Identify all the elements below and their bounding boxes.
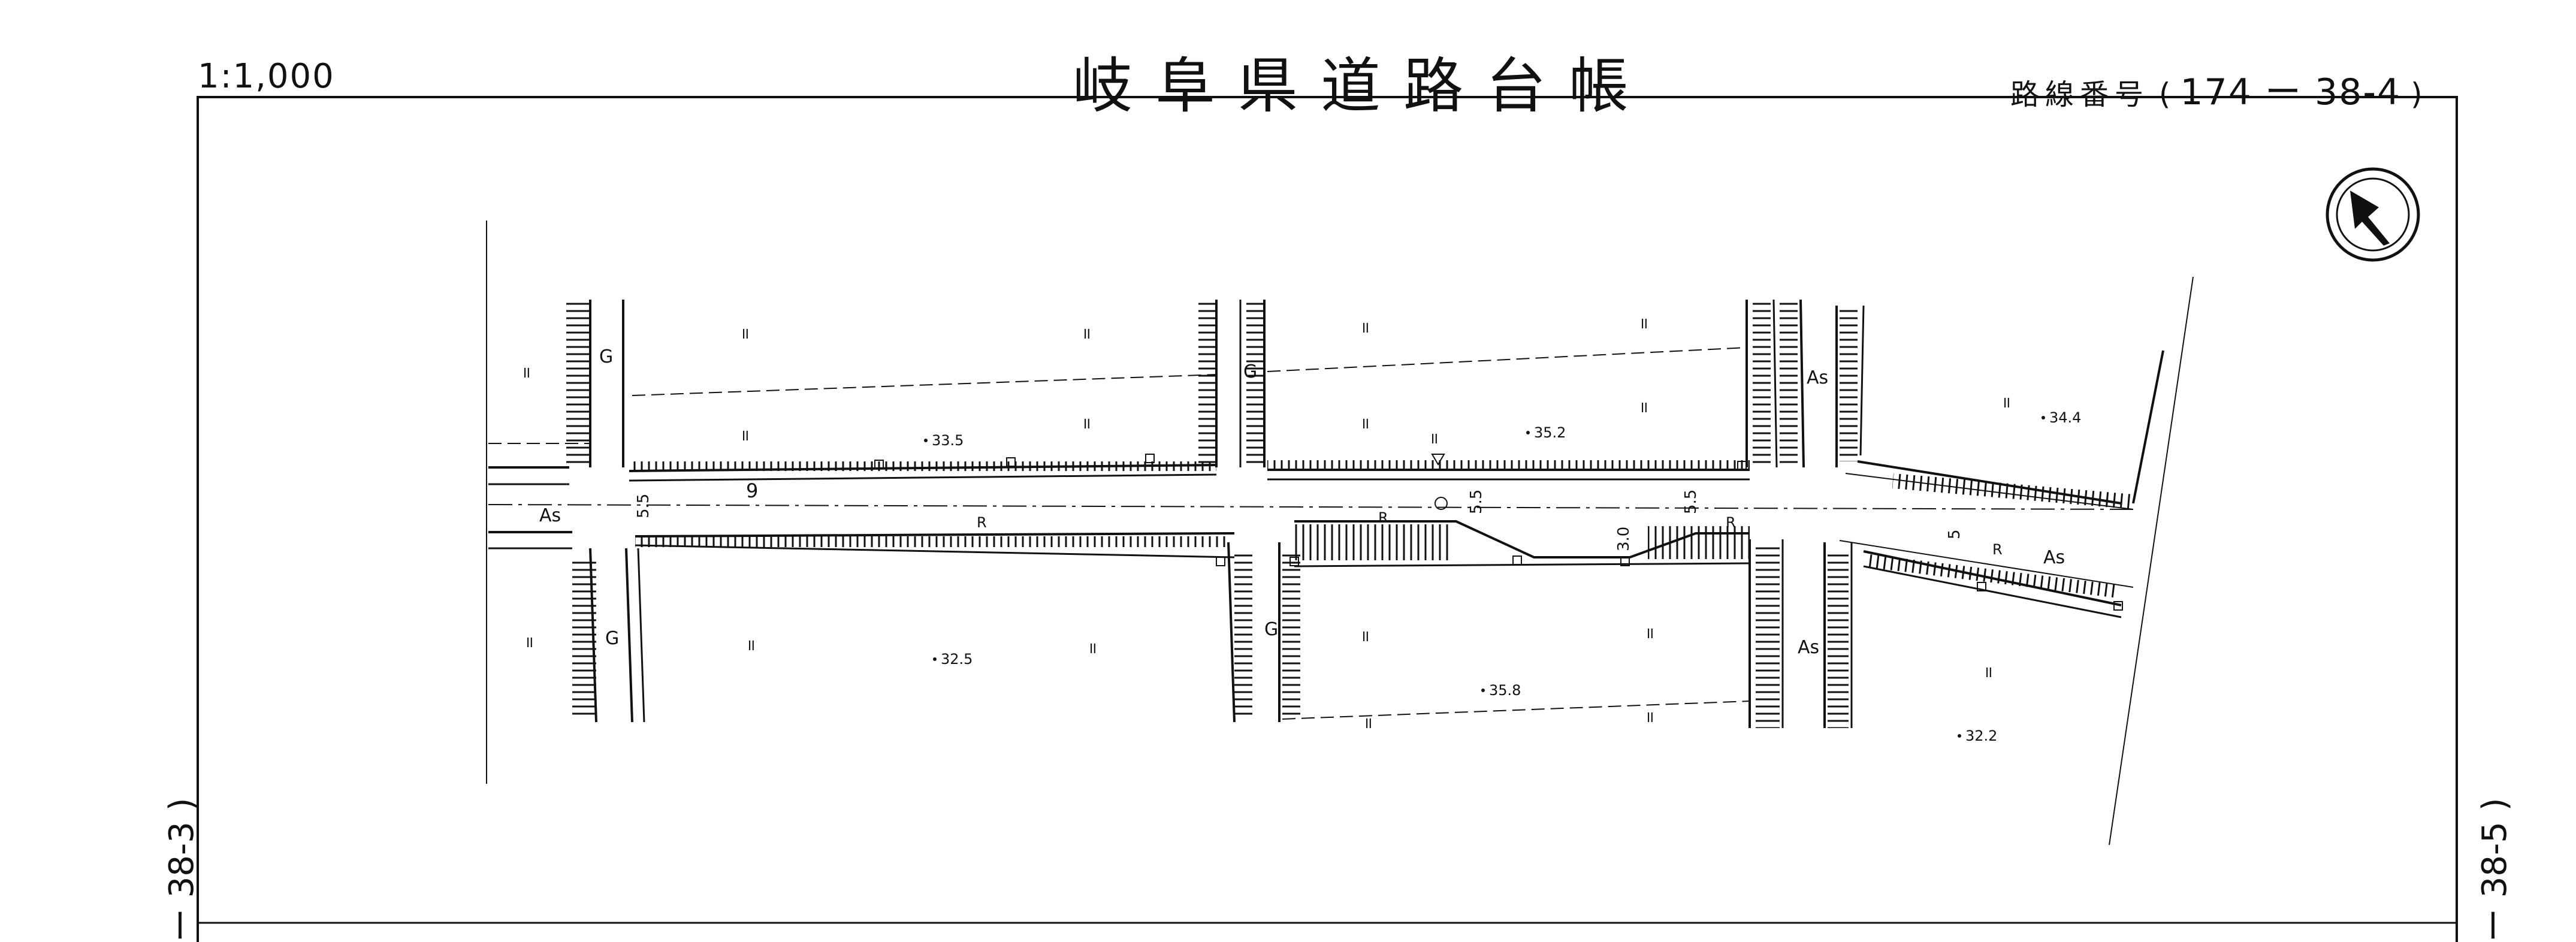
label-g-2: G (1243, 361, 1257, 382)
label-r-3: R (1726, 514, 1736, 531)
land-use-mark: ॥ (1360, 415, 1370, 433)
width-5-5-c: 5.5 (1682, 490, 1700, 514)
elevation-34-4: 34.4 (2049, 409, 2081, 426)
width-5-5-b: 5.5 (1467, 490, 1485, 514)
land-use-mark: ॥ (1082, 325, 1091, 343)
label-r-1: R (977, 514, 987, 531)
scale-label: 1:1,000 (198, 57, 335, 96)
label-r-2: R (1378, 509, 1388, 526)
land-use-mark: ॥ (1363, 714, 1373, 732)
label-as-left: As (539, 505, 561, 526)
land-use-mark: ॥ (1639, 398, 1648, 416)
north-arrow-icon (2326, 167, 2420, 262)
elevation-35-2: 35.2 (1534, 424, 1566, 441)
land-use-mark: ॥ (521, 364, 531, 382)
label-g-3: G (605, 628, 619, 649)
land-use-mark: ॥ (1082, 415, 1091, 433)
width-3-0: 3.0 (1615, 527, 1633, 551)
label-r-4: R (1992, 541, 2003, 558)
route-number-value: 174 ー 38-4 (2180, 71, 2402, 113)
width-9: 9 (746, 479, 758, 502)
spot-elevations: 33.5 35.2 34.4 32.5 35.8 32.2 (924, 409, 2081, 744)
elevation-35-8: 35.8 (1489, 682, 1521, 699)
cross-streets (566, 299, 2164, 728)
route-number: 路線番号 ( 174 ー 38-4 ) (2010, 63, 2423, 115)
label-as-lower-right: As (1798, 637, 1819, 658)
survey-boundary-right (2109, 276, 2194, 846)
land-use-mark: ॥ (740, 325, 750, 343)
width-5-5-a: 5.5 (635, 494, 653, 518)
land-use-marks: ॥ ॥ ॥ ॥ ॥ ॥ ॥ ॥ ॥ ॥ ॥ ॥ ॥ ॥ ॥ ॥ ॥ ॥ ॥ (521, 315, 2011, 732)
label-g-4: G (1264, 619, 1278, 640)
road-widths: 5.5 5.5 5.5 3.0 5 9 (635, 479, 1964, 551)
page-title: 岐阜県道路台帳 (1073, 51, 1651, 121)
land-use-mark: ॥ (746, 636, 756, 654)
elevation-33-5: 33.5 (932, 432, 964, 449)
road-labels: As As As As R R R R G G G G (539, 346, 2065, 658)
hatched-edges (629, 460, 2133, 599)
width-5: 5 (1946, 529, 1964, 539)
route-open-paren: ( (2158, 77, 2171, 111)
parcel-boundaries (488, 347, 1750, 720)
land-use-mark: ॥ (524, 633, 534, 651)
land-use-mark: ॥ (1360, 319, 1370, 337)
elevation-32-5: 32.5 (941, 651, 973, 668)
land-use-mark: ॥ (1429, 430, 1439, 448)
land-use-mark: ॥ (1360, 627, 1370, 645)
land-use-mark: ॥ (1645, 624, 1654, 642)
catch-basins (874, 454, 2123, 611)
label-as-road-right: As (2043, 547, 2065, 568)
label-g-1: G (599, 346, 613, 367)
land-use-mark: ॥ (1645, 708, 1654, 726)
land-use-mark: ॥ (2001, 394, 2011, 412)
route-number-label: 路線番号 (2010, 78, 2150, 111)
land-use-mark: ॥ (1983, 663, 1993, 681)
land-use-mark: ॥ (740, 427, 750, 445)
land-use-mark: ॥ (1639, 315, 1648, 333)
elevation-32-2: 32.2 (1965, 727, 1997, 744)
sheet-frame (197, 96, 2458, 942)
label-as-upper-right: As (1807, 367, 1828, 388)
route-close-paren: ) (2411, 77, 2423, 111)
land-use-mark: ॥ (1088, 639, 1097, 657)
